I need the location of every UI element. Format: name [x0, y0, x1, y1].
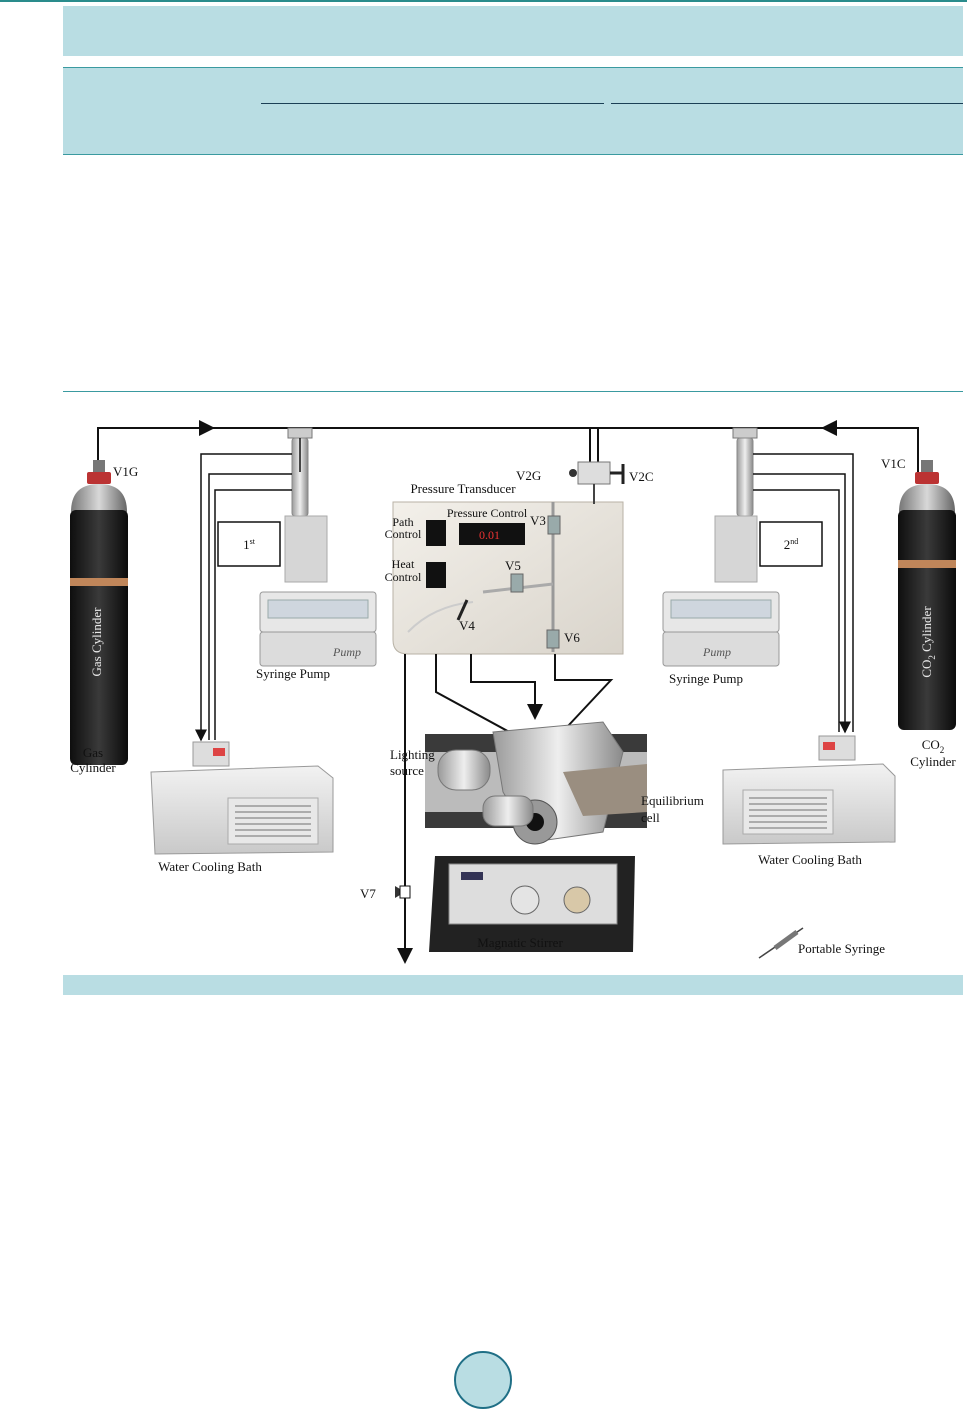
table-bottom-rule [63, 391, 963, 392]
page-number-badge [454, 1351, 512, 1409]
valve-v7-label: V7 [360, 886, 376, 901]
right-pump-face-word: Pump [702, 645, 731, 659]
path-control-label-2: Control [385, 527, 422, 541]
valve-v2g-label: V2G [516, 468, 541, 483]
right-syringe-pump: Pump [662, 427, 780, 667]
heat-control-label-1: Heat [392, 557, 415, 571]
gas-cylinder-vertical-label: Gas Cylinder [89, 607, 104, 677]
valve-v1g-label: V1G [113, 464, 138, 479]
valve-v2c-label: V2C [629, 469, 654, 484]
path-control-label-1: Path [392, 515, 413, 529]
table-header-subrule-right [611, 103, 963, 104]
second-box-label: 2nd [784, 537, 799, 552]
table-header-rule [63, 154, 963, 155]
pressure-transducer-label: Pressure Transducer [410, 481, 516, 496]
valve-v3-label: V3 [530, 513, 546, 528]
control-panel: 0.01 [392, 501, 624, 655]
gas-cylinder [70, 460, 128, 765]
apparatus-figure: Gas Cylinder V1G Gas Cylinder CO2 Cylind… [63, 392, 963, 972]
co2-cylinder-label-2: Cylinder [910, 754, 956, 769]
magnetic-stirrer [429, 856, 635, 952]
lighting-source-label-2: source [390, 763, 424, 778]
co2-cylinder-vertical-label: CO2 Cylinder [919, 606, 937, 678]
co2-cylinder-label-1: CO2 [922, 737, 945, 755]
left-water-bath [150, 741, 334, 855]
magnetic-stirrer-label: Magnatic Stirrer [477, 935, 563, 950]
table-header [63, 68, 963, 154]
table [63, 6, 963, 392]
co2-cylinder [898, 460, 956, 730]
table-top-rule [63, 67, 963, 68]
gas-cylinder-label-1: Gas [83, 745, 103, 760]
pressure-display-readout: 0.01 [479, 528, 500, 542]
left-pump-face-word: Pump [332, 645, 361, 659]
heat-control-label-2: Control [385, 570, 422, 584]
top-manifold [569, 461, 625, 504]
top-rule [0, 0, 967, 2]
figure-caption-bar [63, 975, 963, 995]
portable-syringe [758, 927, 804, 959]
first-box [217, 521, 281, 567]
lighting-source-label-1: Lighting [390, 747, 435, 762]
cell-lines [397, 654, 614, 964]
second-box [759, 521, 823, 567]
right-water-bath [722, 735, 896, 845]
top-gas-line [97, 420, 919, 472]
equilibrium-cell [425, 721, 647, 845]
apparatus-diagram: Gas Cylinder V1G Gas Cylinder CO2 Cylind… [70, 420, 956, 964]
portable-syringe-label: Portable Syringe [798, 941, 885, 956]
left-syringe-pump: Pump [259, 427, 377, 667]
valve-v1c-label: V1C [881, 456, 906, 471]
gas-cylinder-label-2: Cylinder [70, 760, 116, 775]
valve-v4-label: V4 [459, 618, 475, 633]
table-header-subrule-left [261, 103, 604, 104]
water-bath-left-label: Water Cooling Bath [158, 859, 262, 874]
water-bath-right-label: Water Cooling Bath [758, 852, 862, 867]
table-body [63, 155, 963, 391]
valve-v5-label: V5 [505, 558, 521, 573]
cooling-lines [195, 453, 854, 742]
valve-v7 [395, 885, 411, 899]
table-caption-bar [63, 6, 963, 56]
pressure-control-label: Pressure Control [447, 506, 528, 520]
syringe-pump-right-label: Syringe Pump [669, 671, 743, 686]
valve-v6-label: V6 [564, 630, 580, 645]
equilibrium-cell-label-1: Equilibrium [641, 793, 704, 808]
syringe-pump-left-label: Syringe Pump [256, 666, 330, 681]
first-box-label: 1st [243, 537, 256, 552]
equilibrium-cell-label-2: cell [641, 810, 660, 825]
